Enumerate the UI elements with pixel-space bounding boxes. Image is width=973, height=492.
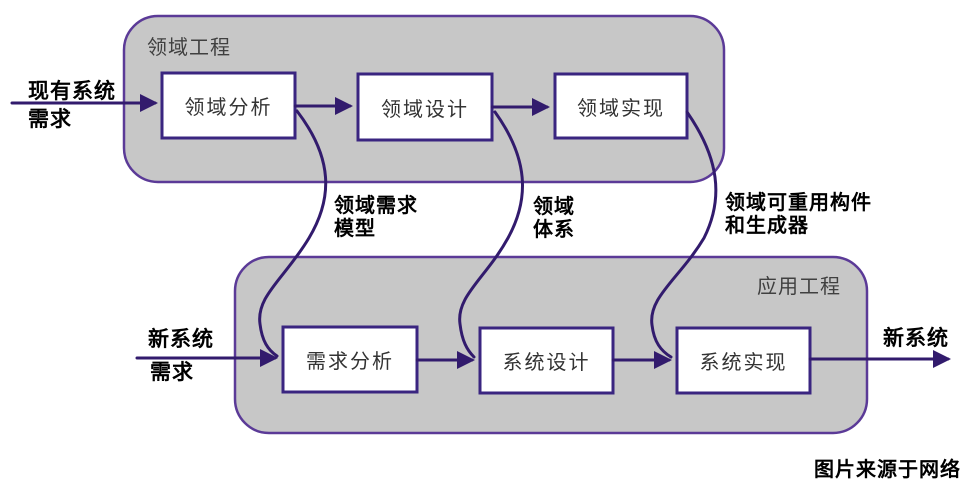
new-system-output-label: 新系统 bbox=[883, 327, 949, 350]
artifact-line: 模型 bbox=[334, 218, 376, 240]
system-implementation-label: 系统实现 bbox=[699, 352, 788, 374]
artifact-line: 领域可重用构件 bbox=[725, 192, 872, 214]
domain-analysis-label: 领域分析 bbox=[184, 97, 273, 119]
domain-implementation-label: 领域实现 bbox=[577, 97, 665, 120]
artifact-line: 体系 bbox=[533, 219, 575, 241]
artifact-domain-architecture: 领域 体系 bbox=[533, 196, 575, 242]
domain-engineering-title: 领域工程 bbox=[147, 37, 231, 59]
requirements-analysis-label: 需求分析 bbox=[306, 351, 394, 373]
domain-architecture-curve bbox=[458, 110, 524, 359]
artifact-domain-requirements-model: 领域需求 模型 bbox=[334, 195, 418, 241]
artifact-reusable-components: 领域可重用构件 和生成器 bbox=[725, 192, 872, 238]
system-design-label: 系统设计 bbox=[502, 352, 591, 374]
system-design-box bbox=[478, 326, 615, 395]
application-engineering-title: 应用工程 bbox=[757, 276, 841, 298]
domain-analysis-box bbox=[160, 71, 297, 140]
artifact-line: 和生成器 bbox=[725, 215, 809, 237]
existing-system-input-line2: 需求 bbox=[28, 108, 72, 131]
system-implementation-box bbox=[675, 326, 812, 395]
new-system-input-line2: 需求 bbox=[150, 361, 194, 384]
reusable-components-curve bbox=[650, 110, 718, 359]
existing-system-input-line1: 现有系统 bbox=[28, 80, 116, 103]
domain-design-label: 领域设计 bbox=[381, 98, 469, 121]
domain-requirements-model-curve bbox=[258, 109, 328, 358]
artifact-line: 领域需求 bbox=[334, 195, 418, 217]
new-system-input-line1: 新系统 bbox=[148, 328, 214, 351]
image-source-caption: 图片来源于网络 bbox=[814, 459, 961, 481]
domain-implementation-box bbox=[553, 72, 689, 140]
artifact-line: 领域 bbox=[533, 196, 575, 218]
requirements-analysis-box bbox=[281, 325, 419, 394]
